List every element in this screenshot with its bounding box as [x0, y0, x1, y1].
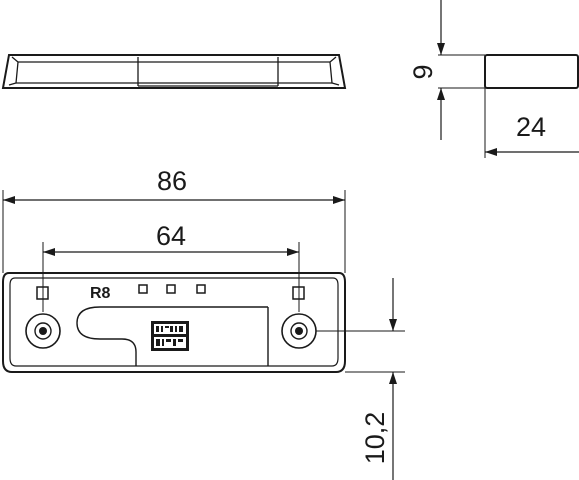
- marking-label: R8: [90, 285, 111, 302]
- top-view: [1, 54, 347, 89]
- dimension-hole-offset: 10,2: [316, 278, 405, 480]
- screw-hole-right: [281, 313, 317, 349]
- side-view: [484, 54, 579, 89]
- dim-hole-spacing-label: 64: [156, 221, 186, 251]
- dim-height-label: 9: [408, 64, 438, 79]
- marker-square-1: [138, 284, 148, 294]
- dimension-overall-length: 86: [2, 166, 346, 273]
- dim-overall-length-label: 86: [157, 166, 187, 196]
- marker-square-3: [196, 284, 206, 294]
- front-view: R8: [2, 272, 346, 373]
- dim-depth-label: 24: [516, 112, 546, 142]
- plate-outline: [2, 272, 346, 373]
- manufacturer-logo: [151, 321, 189, 351]
- marker-square-2: [166, 284, 176, 294]
- dimension-height: 9: [408, 0, 485, 140]
- dim-hole-offset-label: 10,2: [360, 412, 390, 465]
- dimension-hole-spacing: 64: [42, 221, 300, 312]
- dimension-depth: 24: [484, 88, 579, 158]
- screw-hole-left: [25, 313, 61, 349]
- keyway-slot: [76, 306, 269, 366]
